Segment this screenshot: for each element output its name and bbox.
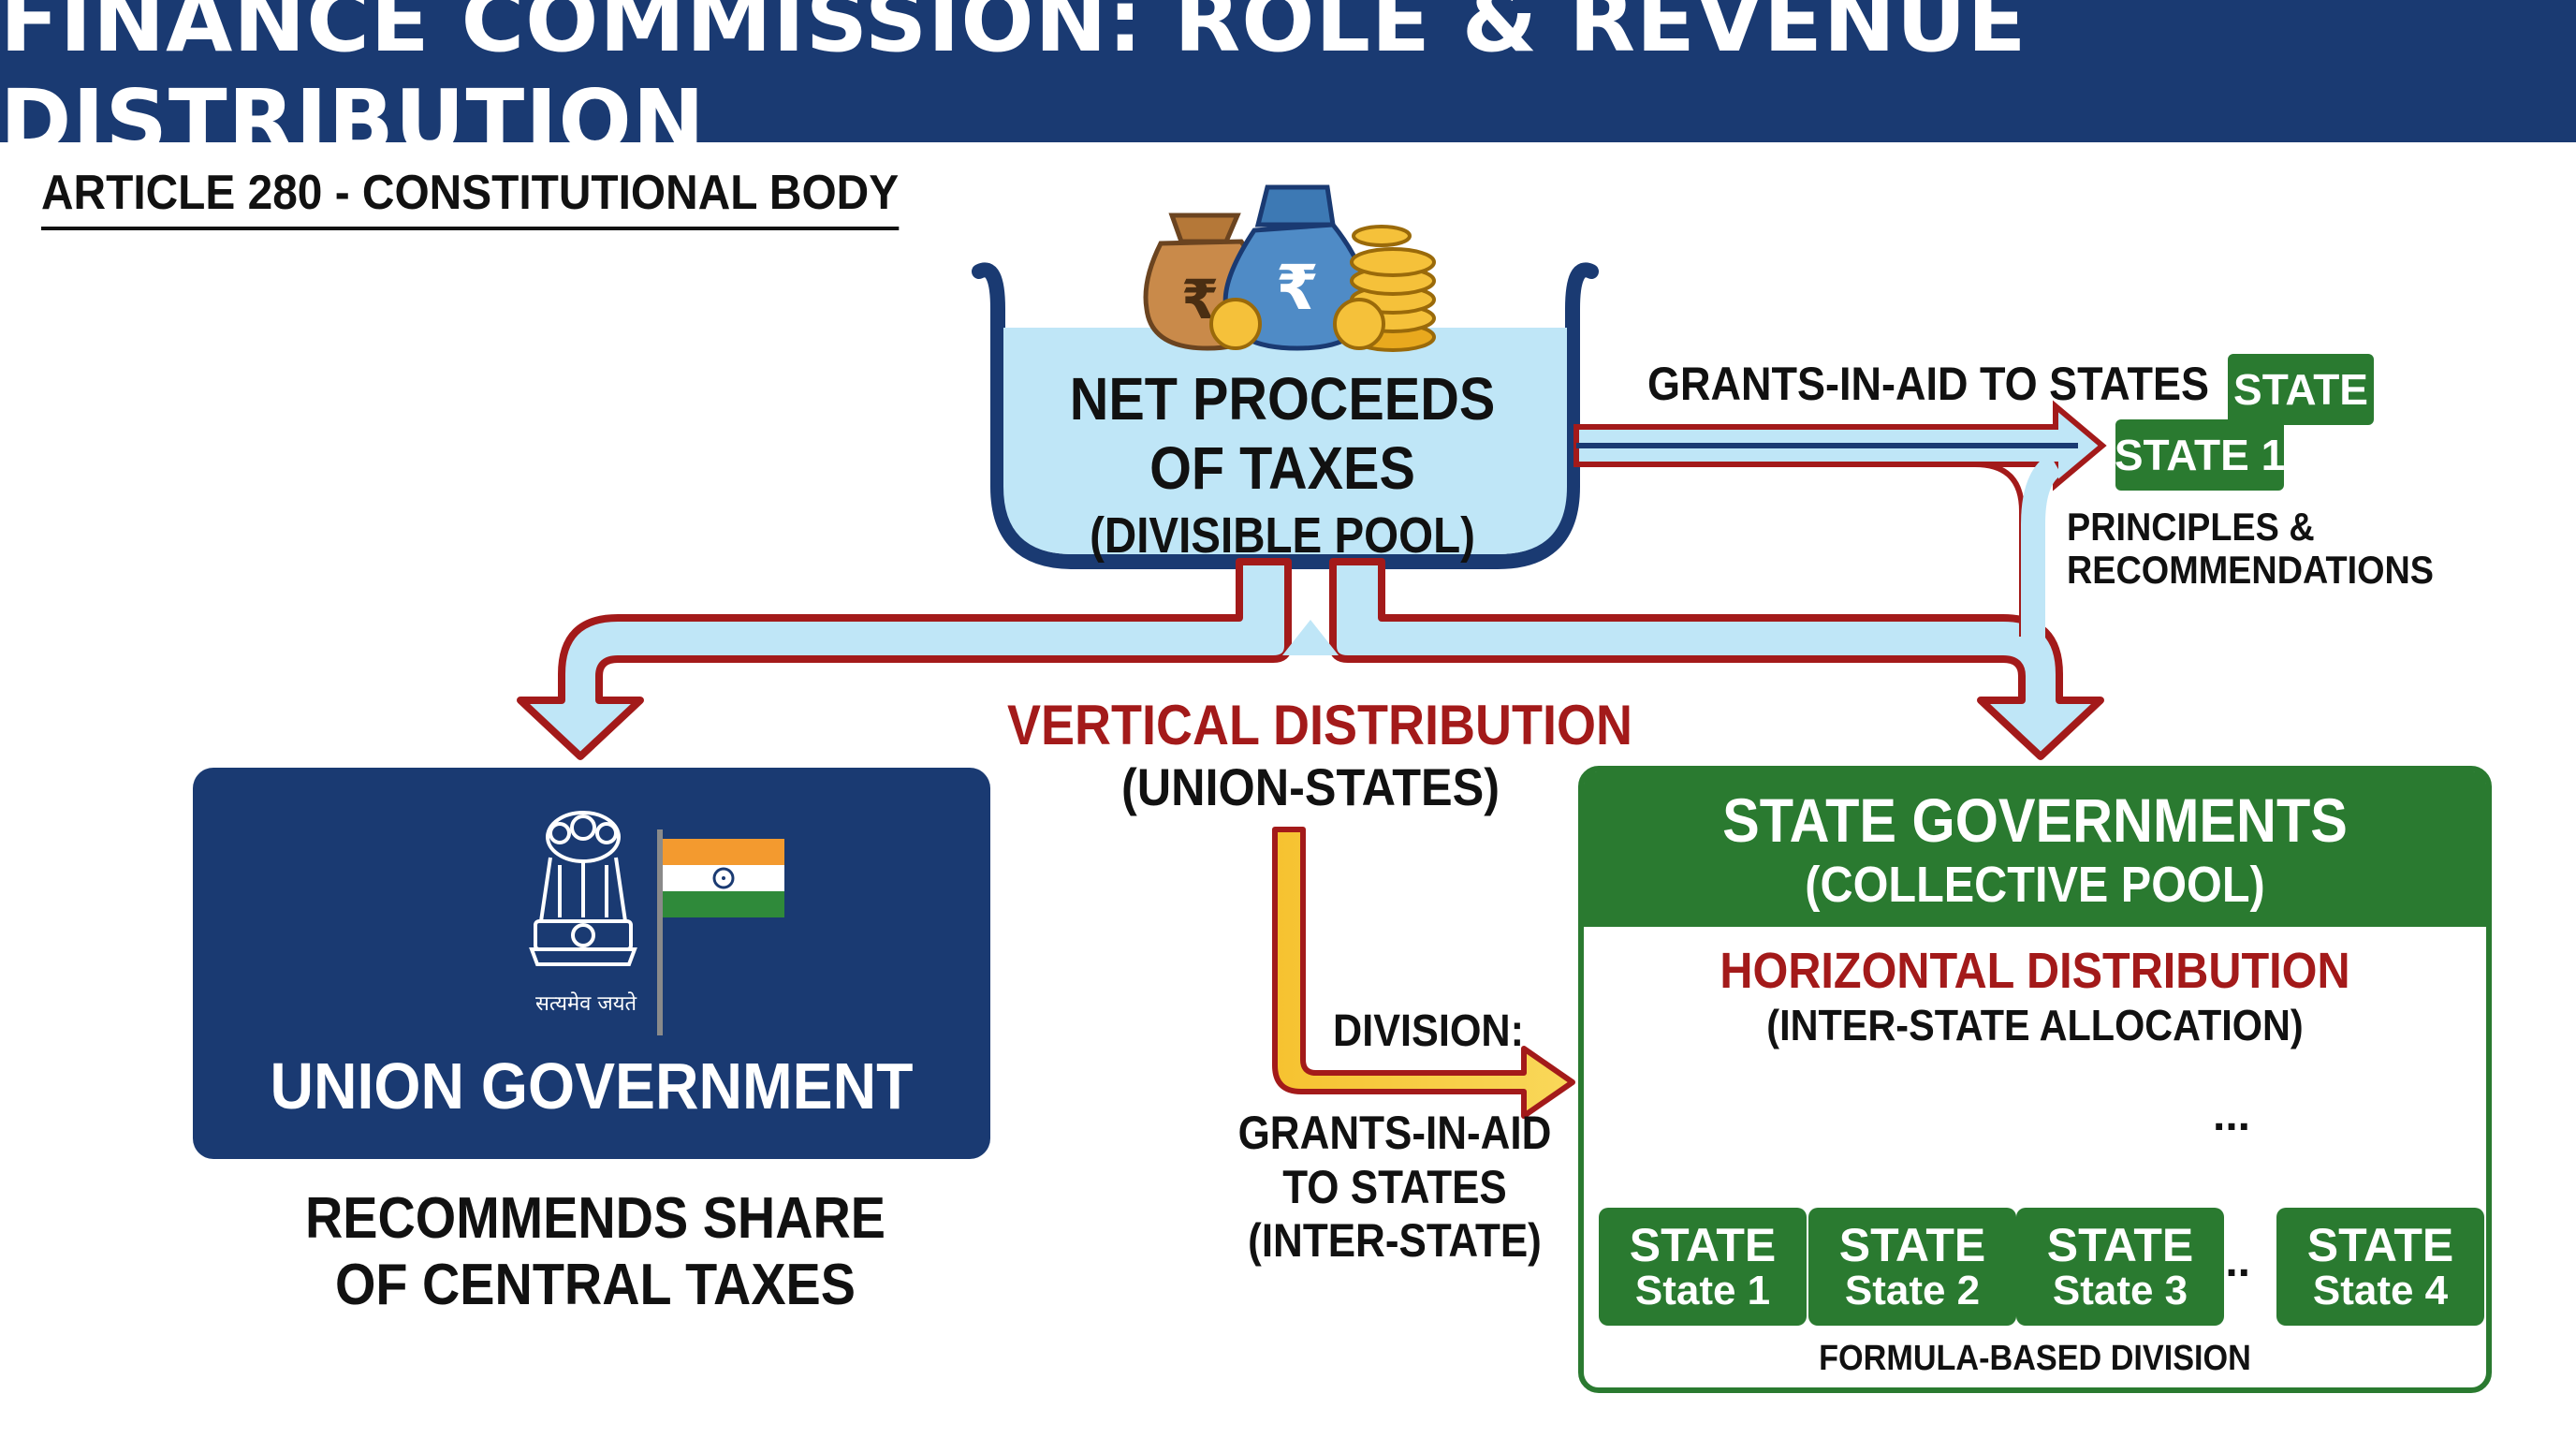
state-governments-header: STATE GOVERNMENTS (COLLECTIVE POOL)	[1584, 771, 2486, 927]
union-government-box: सत्यमेव जयते UNION GOVERNMENT	[193, 768, 990, 1159]
union-government-label: UNION GOVERNMENT	[270, 1049, 914, 1123]
coin-stack-icon	[1209, 225, 1436, 352]
grants-inter-state-label: GRANTS-IN-AID TO STATES (INTER-STATE)	[1237, 1107, 1552, 1267]
horizontal-distribution-label: HORIZONTAL DISTRIBUTION (INTER-STATE ALL…	[1720, 943, 2350, 1049]
grants-in-aid-label: GRANTS-IN-AID TO STATES	[1647, 358, 2209, 410]
state-card-4: STATE State 4	[2276, 1208, 2484, 1326]
state-card-1: STATE State 1	[1599, 1208, 1807, 1326]
svg-text:₹: ₹	[1276, 252, 1319, 324]
emblem-motto: सत्यमेव जयते	[534, 992, 637, 1016]
state-card-2: STATE State 2	[1808, 1208, 2016, 1326]
state-1-chip: STATE 1	[2115, 419, 2285, 491]
article-heading: ARTICLE 280 - CONSTITUTIONAL BODY	[41, 165, 900, 230]
page-title: FINANCE COMMISSION: ROLE & REVENUE DISTR…	[0, 0, 2027, 171]
grants-in-aid-arrow	[1573, 400, 2107, 655]
divisible-pool-label: NET PROCEEDS OF TAXES (DIVISIBLE POOL)	[1069, 365, 1496, 565]
state-chip: STATE	[2228, 354, 2374, 425]
state-card-3: STATE State 3	[2016, 1208, 2224, 1326]
title-bar: FINANCE COMMISSION: ROLE & REVENUE DISTR…	[0, 0, 2576, 171]
division-label: DIVISION:	[1332, 1006, 1525, 1056]
state-emblem-icon	[529, 811, 637, 966]
india-flag-icon	[657, 829, 784, 1035]
vertical-distribution-label: VERTICAL DISTRIBUTION (UNION-STATES)	[1007, 694, 1633, 816]
more-states-ellipsis-top: ...	[2213, 1091, 2251, 1140]
formula-based-division-label: FORMULA-BASED DIVISION	[1819, 1339, 2251, 1378]
division-arrow	[1272, 827, 1575, 1119]
union-caption: RECOMMENDS SHARE OF CENTRAL TAXES	[304, 1186, 886, 1318]
principles-label: PRINCIPLES & RECOMMENDATIONS	[2067, 505, 2434, 593]
